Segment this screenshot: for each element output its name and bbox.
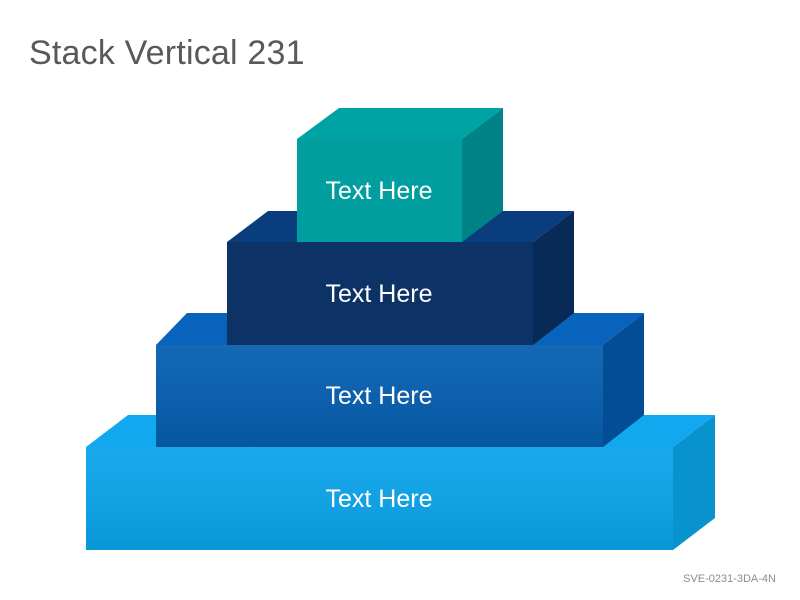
block-2-label: Text Here: [326, 280, 433, 308]
block-4-side-face: [673, 415, 715, 550]
block-2-front-face: [227, 242, 533, 345]
block-1-top-face: [297, 108, 503, 139]
block-3-label: Text Here: [326, 382, 433, 410]
block-2-side-face: [533, 211, 574, 345]
block-1-side-face: [462, 108, 503, 242]
block-3-side-face: [603, 313, 644, 447]
block-4-label: Text Here: [326, 485, 433, 513]
stack-block-1: Text Here: [297, 108, 503, 242]
block-1-front-face: [297, 139, 462, 242]
slide-code: SVE-0231-3DA-4N: [683, 573, 776, 585]
block-1-label: Text Here: [326, 177, 433, 205]
slide-title: Stack Vertical 231: [29, 34, 305, 72]
